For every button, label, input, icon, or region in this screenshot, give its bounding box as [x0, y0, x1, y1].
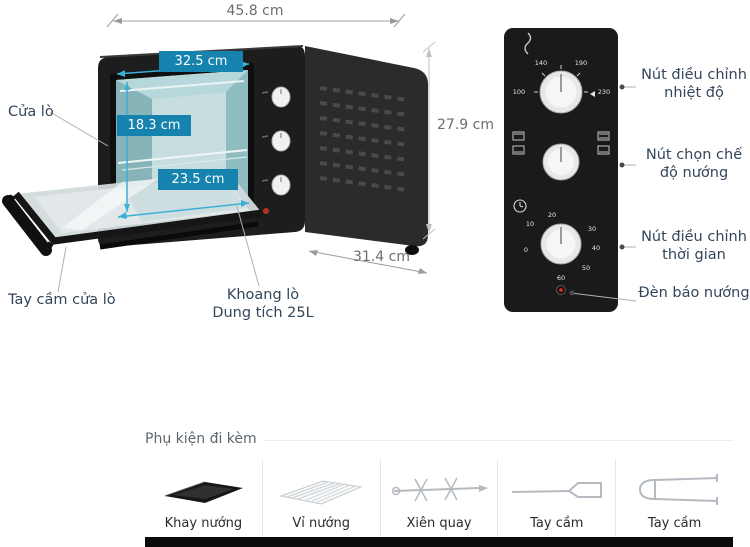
inner-dimension-arrows [116, 63, 250, 218]
temperature-icon [524, 32, 532, 55]
timer-mark: 30 [588, 225, 596, 233]
width-dimension-line [106, 13, 406, 28]
leader-lines [49, 86, 637, 302]
leader-dots [569, 84, 625, 296]
vent-slats [319, 86, 409, 192]
timer-mark: 10 [526, 220, 534, 228]
accessory-item-rack-handle: Tay cầm [615, 460, 733, 536]
oven-side-panel [305, 46, 428, 247]
panel-label-temperature: Nút điều chỉnh nhiệt độ [641, 67, 747, 102]
accessory-label: Vỉ nướng [292, 516, 350, 531]
timer-mark: 0 [524, 246, 528, 254]
panel-label-mode: Nút chọn chế độ nướng [645, 147, 743, 182]
depth-dimension-label: 31.4 cm [353, 249, 410, 265]
panel-label-timer: Nút điều chỉnh thời gian [641, 229, 747, 264]
cavity-label-line2: Dung tích 25L [212, 305, 314, 322]
oven-foot [405, 245, 419, 255]
temp-mark: 140 [535, 59, 547, 67]
bottom-bar [145, 537, 733, 547]
accessory-item-rotisserie: Xiên quay [379, 460, 498, 536]
panel-label-indicator: Đèn báo nướng [638, 285, 750, 301]
door-handle-label: Tay cầm cửa lò [8, 292, 116, 308]
accessory-label: Xiên quay [406, 516, 472, 531]
accessory-label: Tay cầm [647, 516, 702, 531]
accessories-title-rule [263, 440, 733, 441]
timer-mark: 20 [548, 211, 556, 219]
door-label: Cửa lò [8, 104, 54, 120]
rack-handle-icon [638, 474, 718, 505]
accessory-item-baking-tray: Khay nướng [145, 460, 262, 536]
accessory-label: Khay nướng [164, 516, 243, 531]
cavity-label: Khoang lò Dung tích 25L [200, 286, 326, 322]
accessories-row: Khay nướng Vỉ nướng [145, 460, 733, 536]
front-indicator-light [263, 208, 269, 214]
accessory-item-handle: Tay cầm [497, 460, 615, 536]
door-hinge [99, 221, 259, 250]
accessory-label: Tay cầm [530, 516, 584, 531]
rotisserie-skewer-icon [391, 477, 488, 502]
inner-height-badge: 18.3 cm [117, 115, 191, 136]
cavity-label-line1: Khoang lò [226, 287, 300, 303]
height-dimension-line [422, 41, 436, 240]
timer-mark: 60 [557, 274, 565, 282]
inner-width-badge: 32.5 cm [159, 51, 243, 72]
front-temp-knob [271, 86, 291, 108]
grill-rack-icon [279, 480, 363, 505]
handle-icon [511, 482, 602, 498]
depth-dimension-line [308, 250, 428, 274]
accessories-title: Phụ kiện đi kèm [145, 431, 257, 447]
accessory-item-grill-rack: Vỉ nướng [261, 460, 380, 536]
baking-tray-icon [165, 481, 244, 503]
temp-mark: 100 [513, 88, 525, 96]
timer-mark: 50 [582, 264, 590, 272]
front-mode-knob [271, 130, 291, 152]
front-control-strip [261, 86, 291, 214]
mode-knob [542, 143, 580, 181]
front-timer-knob [271, 174, 291, 196]
width-dimension-label: 45.8 cm [226, 3, 284, 19]
temp-mark: 230 [598, 88, 610, 96]
timer-mark: 40 [592, 244, 600, 252]
door-handle [2, 194, 54, 256]
control-panel-closeup: 140 190 100 230 10 20 30 40 50 60 0 [504, 28, 618, 312]
temp-pointer-mark [590, 91, 595, 97]
indicator-light [556, 285, 566, 295]
clock-icon [513, 199, 527, 213]
temperature-knob [534, 65, 588, 114]
temp-mark: 190 [575, 59, 587, 67]
mode-icons [512, 131, 610, 155]
timer-knob [540, 223, 582, 265]
height-dimension-label: 27.9 cm [437, 117, 494, 133]
inner-depth-badge: 23.5 cm [158, 169, 238, 190]
